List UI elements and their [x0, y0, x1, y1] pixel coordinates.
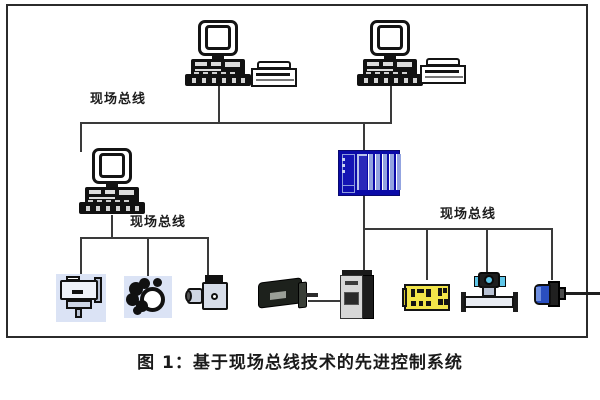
- riser-engineering-ws: [80, 122, 82, 152]
- pump-port: [153, 278, 162, 287]
- tower-front-vents: [191, 71, 245, 76]
- printer-1[interactable]: [251, 61, 299, 89]
- keyboard[interactable]: [79, 202, 145, 214]
- valve-actuator[interactable]: [184, 274, 234, 318]
- drop-valve-actuator: [207, 237, 209, 277]
- diagram-frame: 现场总线 现场总线 现场总线: [6, 4, 600, 338]
- io-terminal-mark: [444, 299, 448, 305]
- io-terminal-mark: [443, 288, 447, 293]
- plc-io-module: [396, 154, 401, 190]
- keyboard[interactable]: [357, 74, 423, 86]
- bus-trunk-right-field: [363, 228, 551, 230]
- bus-trunk-top: [80, 122, 376, 124]
- plc-rack[interactable]: [338, 150, 401, 196]
- monitor-stand: [212, 55, 224, 60]
- io-terminal-mark: [411, 301, 416, 306]
- sensor-probe: [565, 292, 600, 295]
- pump-rotor: [140, 287, 165, 312]
- link-motor-to-drive: [308, 300, 344, 302]
- io-terminal-mark: [426, 289, 431, 297]
- io-terminal-mark: [438, 299, 443, 305]
- pipe-flange: [513, 292, 518, 312]
- motor-drive[interactable]: [340, 270, 380, 324]
- plc-status-led: [342, 158, 345, 161]
- plc-io-module: [389, 154, 394, 190]
- figure-caption: 图 1：基于现场总线技术的先进控制系统: [137, 353, 463, 373]
- positioner-stem: [75, 308, 82, 318]
- io-terminal-mark: [417, 289, 424, 293]
- servo-motor[interactable]: [256, 274, 320, 318]
- tower-front-vents: [363, 71, 417, 76]
- drop-rotary-pump: [147, 237, 149, 277]
- monitor-screen: [377, 25, 403, 50]
- plc-io-module: [382, 154, 387, 190]
- valve-positioner[interactable]: [56, 274, 106, 322]
- printer-body: [251, 68, 297, 87]
- drive-keypad: [344, 292, 359, 305]
- actuator-indicator: [211, 293, 218, 300]
- printer-body: [420, 65, 466, 84]
- bus-label-left-field: 现场总线: [130, 215, 187, 230]
- plc-power-supply: [342, 185, 355, 193]
- pump-casing-lobe: [139, 278, 150, 289]
- drop-valve-positioner: [80, 237, 82, 277]
- tower-front-vents: [85, 199, 139, 204]
- drop-plc-to-field: [363, 195, 365, 229]
- motor-shaft: [306, 293, 318, 297]
- monitor-screen: [99, 153, 125, 178]
- plc-status-led: [342, 170, 345, 173]
- io-terminal-mark: [438, 288, 442, 296]
- pipe-flange: [461, 292, 466, 312]
- actuator-top-cap: [205, 275, 223, 282]
- drop-flow-meter: [486, 228, 488, 274]
- bus-label-supervisory: 现场总线: [90, 92, 147, 107]
- io-module[interactable]: [402, 280, 454, 316]
- monitor-stand: [106, 183, 118, 188]
- drop-workstation-2: [390, 85, 392, 123]
- plc-io-module: [357, 154, 367, 190]
- io-terminal-mark: [411, 289, 415, 297]
- actuator-housing: [202, 282, 228, 310]
- keyboard[interactable]: [185, 74, 251, 86]
- monitor-screen: [205, 25, 231, 50]
- drop-temperature-sensor: [551, 228, 553, 280]
- printer-2[interactable]: [420, 58, 468, 86]
- transmitter-display: [484, 275, 494, 285]
- plc-io-module: [368, 154, 373, 190]
- bus-trunk-top-right: [363, 122, 392, 124]
- plc-status-led: [342, 164, 345, 167]
- positioner-display: [72, 290, 83, 294]
- drop-workstation-1: [218, 85, 220, 123]
- drop-motor-drive: [363, 228, 365, 274]
- bus-trunk-left-field: [80, 237, 208, 239]
- temperature-sensor[interactable]: [530, 278, 600, 314]
- transmitter-port: [499, 276, 506, 287]
- rotary-pump[interactable]: [124, 276, 172, 318]
- actuator-coupling: [185, 290, 192, 302]
- meter-pipe-body: [464, 296, 514, 308]
- drop-io-module: [426, 228, 428, 280]
- io-terminal-mark: [426, 301, 431, 306]
- flow-meter[interactable]: [460, 270, 522, 320]
- drive-top-cover: [342, 270, 372, 276]
- drop-engineering-ws: [111, 215, 113, 239]
- plc-io-module: [375, 154, 380, 190]
- riser-plc: [363, 122, 365, 152]
- io-terminal-mark: [419, 301, 423, 306]
- sensor-head-highlight: [536, 287, 541, 301]
- bus-label-right-field: 现场总线: [440, 207, 497, 222]
- monitor-stand: [384, 55, 396, 60]
- operator-workstation-1[interactable]: [184, 20, 252, 88]
- operator-workstation-2[interactable]: [356, 20, 424, 88]
- drive-vent: [345, 281, 358, 285]
- io-module-connector: [402, 288, 407, 307]
- pump-casing-lobe: [126, 293, 139, 306]
- pump-port: [133, 306, 142, 315]
- engineering-workstation[interactable]: [78, 148, 146, 216]
